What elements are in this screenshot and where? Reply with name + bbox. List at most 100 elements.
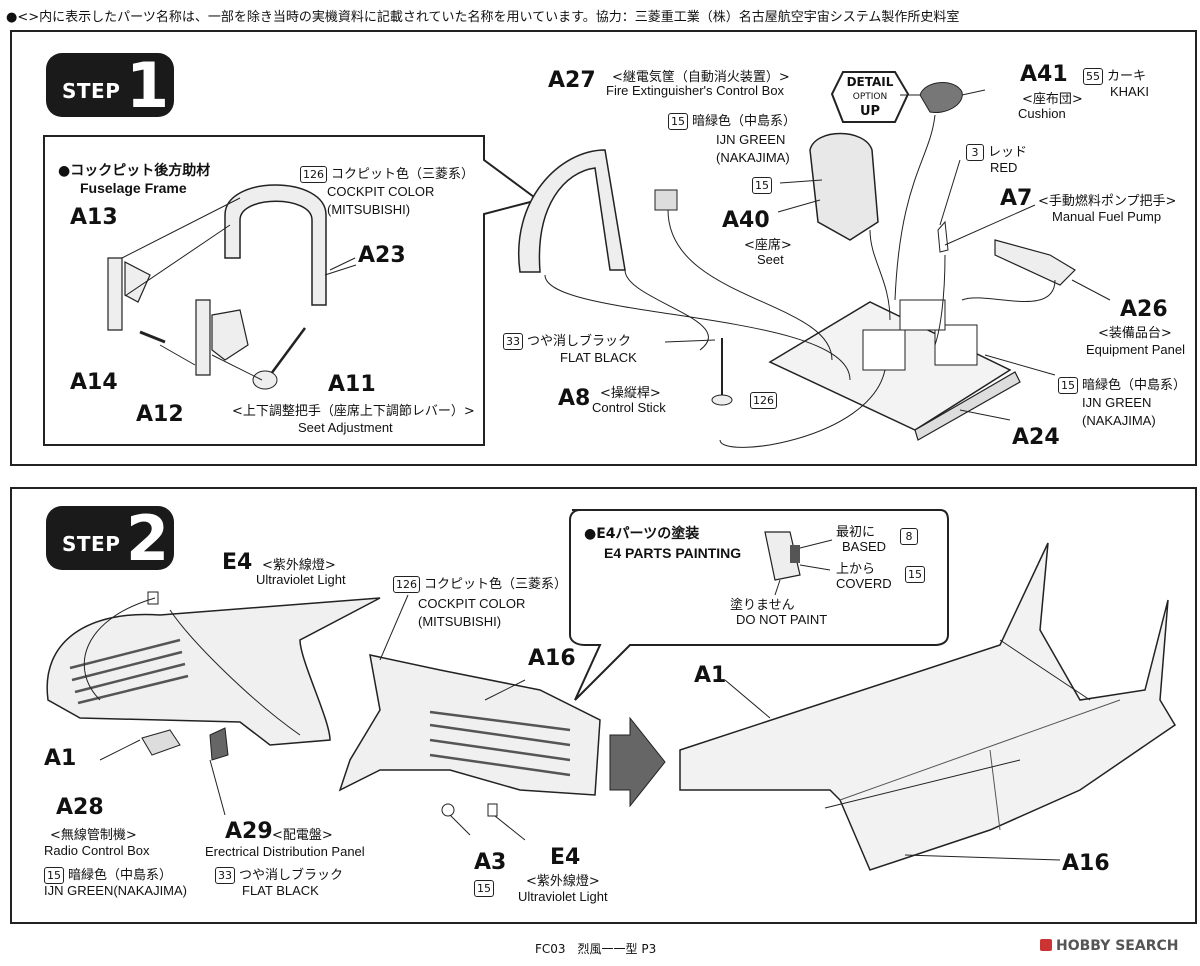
inset-color-en1: COCKPIT COLOR	[327, 184, 435, 199]
code-126-mark: 126	[750, 392, 781, 409]
color-code-55: 55	[1083, 68, 1103, 85]
step2-panel	[10, 487, 1197, 924]
color-code-15-a3: 15	[474, 880, 494, 897]
part-a12-shape	[195, 299, 249, 376]
a7-jp: <手動燃料ポンプ把手>	[1038, 194, 1177, 209]
a40-code: 15	[752, 177, 776, 194]
red-en: RED	[990, 160, 1018, 175]
equipment-panel-shape	[994, 239, 1076, 286]
step1-badge: STEP 1	[46, 53, 174, 117]
part-a7: A7	[1000, 186, 1033, 211]
a40-en: Seet	[757, 252, 784, 267]
e4-painting-title-en: E4 PARTS PAINTING	[604, 545, 742, 561]
footer-watermark: HOBBY SEARCH	[1040, 938, 1178, 954]
part-a14: A14	[70, 370, 118, 395]
detail-l1: DETAIL	[846, 75, 894, 89]
a11-en: Seet Adjustment	[298, 420, 393, 435]
cockpit-color-2-en1: COCKPIT COLOR	[418, 596, 526, 611]
ijn-green-2-jp: 暗緑色（中島系）	[1082, 378, 1187, 393]
hobby-search-logo-icon	[1040, 939, 1052, 951]
a26-en: Equipment Panel	[1086, 342, 1186, 357]
no-paint-en: DO NOT PAINT	[736, 612, 828, 627]
ijn-green-2-en2: (NAKAJIMA)	[1082, 413, 1156, 428]
e4-callout-box	[569, 509, 949, 701]
part-a40: A40	[722, 208, 770, 233]
detail-l3: UP	[859, 104, 881, 119]
footer-page: FC03 烈風一一型 P3	[535, 942, 657, 956]
part-a24: A24	[1012, 425, 1060, 450]
ijn-green-s2-en: IJN GREEN(NAKAJIMA)	[44, 883, 188, 898]
color-code-15-seat: 15	[752, 177, 772, 194]
color-code-126: 126	[300, 166, 327, 183]
box-a27-shape	[654, 189, 678, 211]
over-jp: 上から	[836, 562, 876, 577]
khaki-jp: カーキ	[1107, 69, 1147, 84]
part-a27: A27	[548, 68, 596, 93]
inset-leaders	[121, 197, 357, 381]
ijn-green-s2-jp: 暗緑色（中島系）	[68, 868, 173, 883]
part-a13-shape	[107, 257, 151, 331]
first-code: 8	[900, 528, 922, 545]
part-a29: A29	[225, 819, 273, 844]
cockpit-color-2-jp: コクピット色（三菱系）	[424, 577, 568, 592]
a27-en: Fire Extinguisher's Control Box	[606, 83, 785, 98]
red-jp: レッド	[988, 145, 1028, 160]
color-code-3: 3	[966, 144, 984, 161]
part-e4-bottom: E4	[550, 845, 581, 870]
a7-en: Manual Fuel Pump	[1052, 209, 1162, 224]
a29-en: Erectrical Distribution Panel	[205, 844, 365, 859]
ijn-green-2: 15 暗緑色（中島系）	[1058, 374, 1186, 394]
a41-jp: <座布団>	[1022, 92, 1083, 107]
first-jp: 最初に	[836, 525, 876, 540]
a26-jp: <装備品台>	[1098, 326, 1172, 341]
khaki-en: KHAKI	[1110, 84, 1150, 99]
color-code-33: 33	[503, 333, 523, 350]
flat-black-s2-jp: つや消しブラック	[239, 868, 344, 883]
color-code-15: 15	[668, 113, 688, 130]
fuselage-a1-left-shape	[46, 597, 381, 746]
a40-jp: <座席>	[744, 238, 792, 253]
a41-en: Cushion	[1018, 106, 1066, 121]
part-a11: A11	[328, 372, 376, 397]
step1-number: 1	[126, 49, 170, 122]
part-a1-left: A1	[44, 746, 77, 771]
over-code: 15	[905, 566, 929, 583]
part-a41: A41	[1020, 62, 1068, 87]
ijn-green-1-en2: (NAKAJIMA)	[716, 150, 790, 165]
part-a8: A8	[558, 386, 591, 411]
step1-word: STEP	[62, 79, 121, 103]
detail-badge-shape	[830, 71, 910, 123]
fuselage-a16-mid-shape	[338, 654, 601, 796]
cushion-a41-shape	[919, 82, 963, 114]
part-e4-top: E4	[222, 550, 253, 575]
color-code-8: 8	[900, 528, 918, 545]
watermark-text: HOBBY SEARCH	[1056, 938, 1179, 954]
color-code-15-b: 15	[1058, 377, 1078, 394]
header-note: ●<>内に表示したパーツ名称は、一部を除き当時の実機資料に記載されていた名称を用…	[6, 10, 960, 25]
ijn-green-1-en1: IJN GREEN	[716, 132, 786, 147]
khaki-color: 55 カーキ	[1083, 65, 1146, 85]
a8-jp: <操縦桿>	[600, 386, 661, 401]
part-a26: A26	[1120, 297, 1168, 322]
a27-jp: <継電気筐（自動消火装置）>	[612, 70, 790, 85]
seat-a40-shape	[809, 132, 879, 241]
ijn-green-2-en1: IJN GREEN	[1082, 395, 1152, 410]
fuselage-assembled-shape	[679, 542, 1177, 871]
e4-painting-title-jp: ●E4パーツの塗装	[584, 526, 700, 542]
a8-en: Control Stick	[592, 400, 666, 415]
no-paint-jp: 塗りません	[730, 598, 795, 613]
step2-word: STEP	[62, 532, 121, 556]
part-a16-mid: A16	[528, 646, 576, 671]
over-en: COVERD	[836, 576, 892, 591]
inset-callout-box	[43, 135, 541, 446]
color-code-15-s2: 15	[44, 867, 64, 884]
inset-color-jp: コクピット色（三菱系）	[331, 167, 475, 182]
rear-frame-shape	[518, 149, 626, 273]
a29-jp: <配電盤>	[272, 828, 333, 843]
red-color: 3 レッド	[966, 141, 1027, 161]
